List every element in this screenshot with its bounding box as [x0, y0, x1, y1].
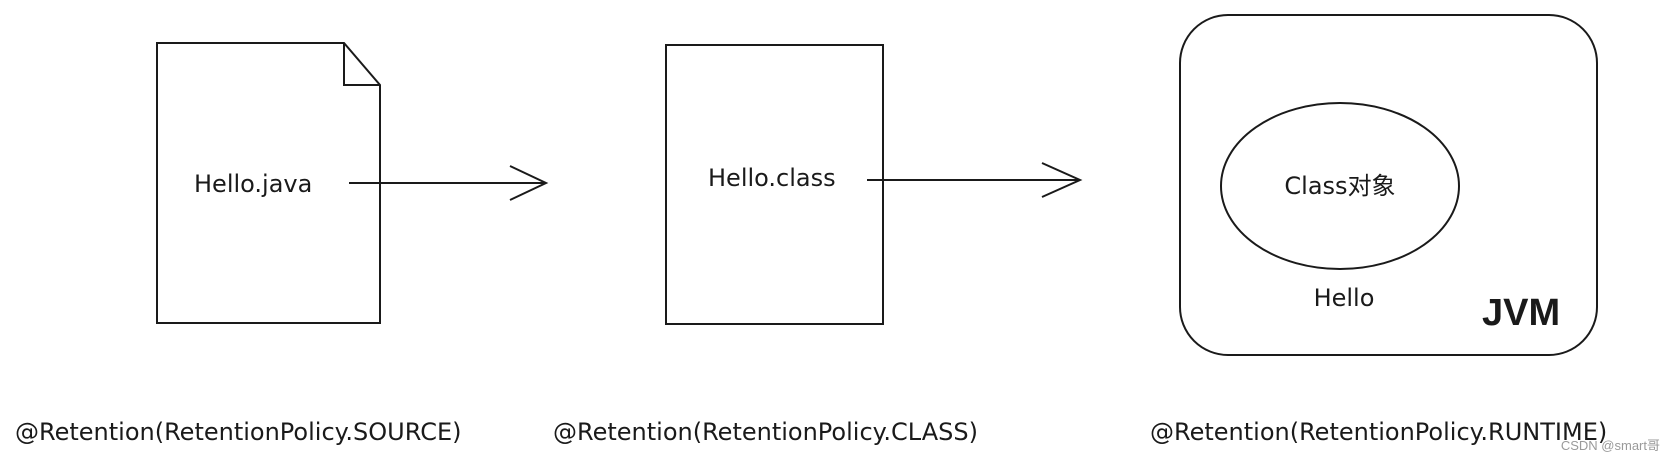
arrow-source-to-class — [349, 165, 549, 201]
jvm-node: Class对象 Hello JVM — [1179, 14, 1598, 356]
jvm-title: JVM — [1482, 292, 1560, 334]
class-object-label: Class对象 — [1284, 172, 1395, 200]
arrow-class-to-jvm — [867, 162, 1083, 198]
document-shape — [156, 42, 381, 324]
watermark: CSDN @smart哥 — [1561, 438, 1660, 453]
class-file-node: Hello.class — [665, 44, 884, 325]
retention-source-label: @Retention(RetentionPolicy.SOURCE) — [15, 418, 462, 446]
retention-runtime-label: @Retention(RetentionPolicy.RUNTIME) — [1150, 418, 1607, 446]
source-file-node: Hello.java — [156, 42, 381, 324]
class-file-shape — [665, 44, 884, 325]
retention-class-label: @Retention(RetentionPolicy.CLASS) — [553, 418, 978, 446]
source-file-label: Hello.java — [194, 170, 312, 198]
folded-corner — [343, 43, 380, 86]
class-file-label: Hello.class — [708, 164, 836, 192]
class-name-label: Hello — [1314, 284, 1375, 312]
class-object-ellipse — [1220, 102, 1460, 270]
